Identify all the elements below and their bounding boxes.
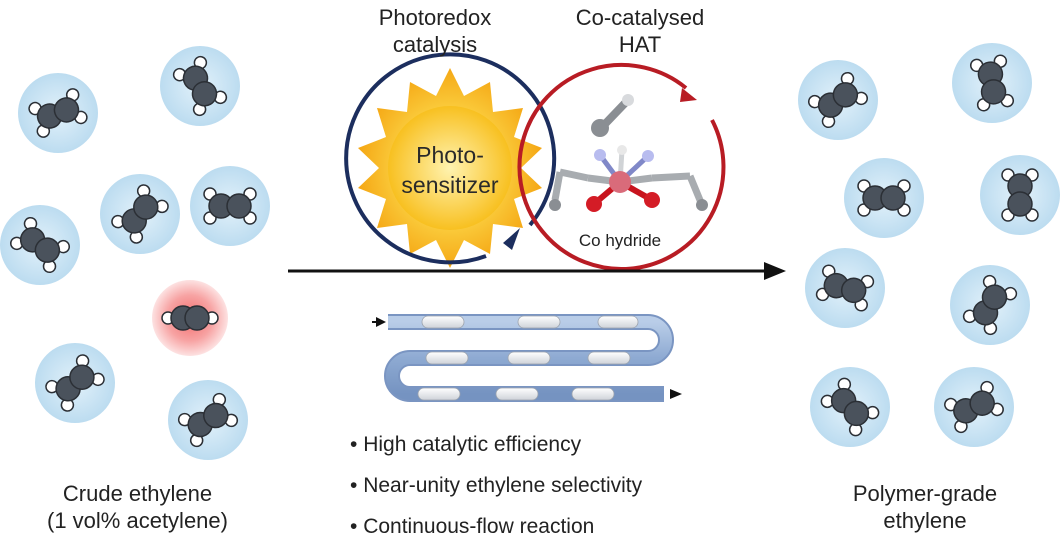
feature-item: • Continuous-flow reaction (350, 515, 595, 538)
photosensitizer-line2: sensitizer (401, 172, 499, 198)
photoredox-label: Photoredox catalysis (350, 4, 520, 58)
feature-item: • High catalytic efficiency (350, 433, 582, 456)
hat-label-line2: HAT (618, 32, 662, 57)
feature-text: Continuous-flow reaction (363, 515, 595, 538)
co-hydride-label: Co hydride (578, 231, 662, 250)
photoredox-cycle-arc (344, 52, 557, 265)
photoredox-arrowhead-icon (503, 228, 520, 250)
crude-ethylene-group (0, 46, 270, 460)
photoredox-label-line1: Photoredox (378, 5, 492, 30)
feature-text: Near-unity ethylene selectivity (363, 474, 643, 497)
acetylene-icon (161, 305, 219, 331)
photoredox-cycle (344, 52, 557, 268)
hat-label: Co-catalysed HAT (545, 4, 735, 58)
feature-list: • High catalytic efficiency • Near-unity… (350, 424, 642, 547)
product-ethylene-line2: ethylene (883, 508, 967, 533)
photosensitizer-line1: Photo- (416, 142, 484, 168)
feature-text: High catalytic efficiency (363, 433, 582, 456)
hat-label-line1: Co-catalysed (575, 5, 705, 30)
crude-ethylene-line1: Crude ethylene (62, 481, 213, 506)
product-ethylene-label: Polymer-grade ethylene (820, 480, 1030, 534)
feature-item: • Near-unity ethylene selectivity (350, 474, 643, 497)
crude-ethylene-label: Crude ethylene (1 vol% acetylene) (10, 480, 265, 534)
crude-ethylene-line2: (1 vol% acetylene) (47, 508, 228, 533)
hat-arrowhead-icon (680, 88, 697, 102)
sun-core (388, 106, 512, 230)
product-ethylene-group (798, 43, 1060, 447)
co-hydride-structure-icon (549, 94, 708, 212)
hat-cycle-arc (517, 63, 726, 271)
flow-reactor-icon (372, 314, 682, 402)
hat-cycle (517, 63, 726, 271)
photosensitizer-label: Photo- sensitizer (380, 140, 520, 200)
arrow-right-icon (288, 262, 786, 280)
product-ethylene-line1: Polymer-grade (852, 481, 998, 506)
photoredox-label-line2: catalysis (392, 32, 478, 57)
